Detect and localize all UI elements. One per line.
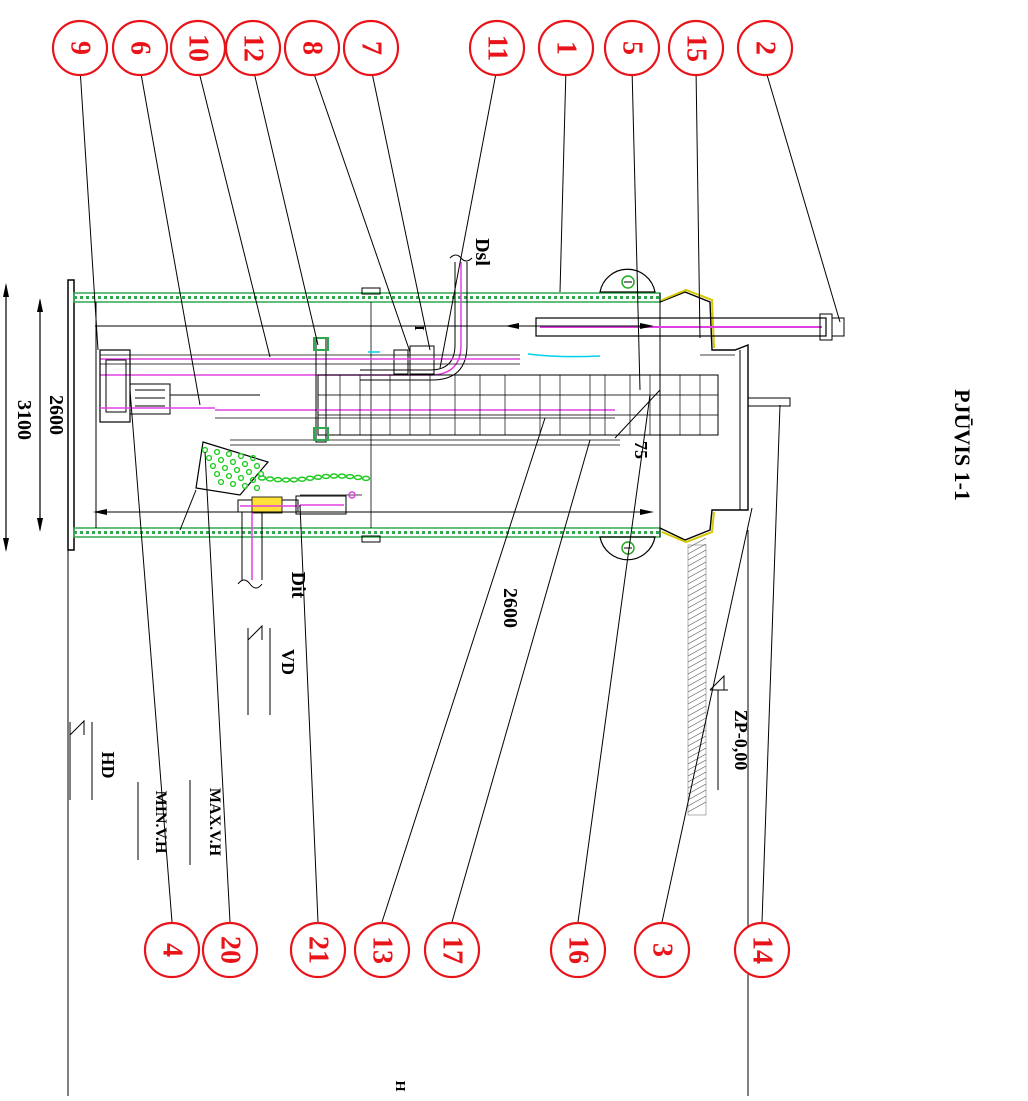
drawing-title: PJŪVIS 1-1: [950, 389, 975, 501]
bottom-marker: H: [392, 1081, 407, 1092]
callout-label: 11: [482, 35, 513, 61]
vent-pipe: [535, 313, 845, 341]
callout-1: 1: [537, 19, 595, 77]
outlet-pipe-label: Dsl: [471, 238, 493, 266]
callout-label: 13: [367, 936, 398, 964]
callout-label: 16: [563, 936, 594, 964]
callout-13: 13: [353, 921, 411, 979]
callout-label: 5: [617, 41, 648, 55]
drain-pipe: [747, 397, 791, 407]
inlet-pipe: Dit: [237, 495, 347, 599]
callout-3: 3: [633, 921, 691, 979]
callout-label: 12: [238, 34, 269, 62]
filter-basket: [215, 374, 719, 446]
callout-label: 6: [125, 41, 156, 55]
callout-label: 21: [303, 936, 334, 964]
callout-leaders: [79, 67, 841, 923]
callout-12: 12: [224, 19, 282, 77]
callout-label: 20: [215, 936, 246, 964]
callout-15: 15: [667, 19, 725, 77]
callout-21: 21: [289, 921, 347, 979]
callout-9: 9: [51, 19, 109, 77]
callout-20: 20: [201, 921, 259, 979]
ground-level-label: ZP-0,00: [731, 710, 751, 771]
dimension-inner: 2600: [37, 298, 67, 532]
callout-4: 4: [143, 921, 201, 979]
level-max: MAX.V.H: [189, 780, 223, 865]
callout-label: 9: [65, 41, 96, 55]
callout-label: 7: [356, 41, 387, 55]
callout-2: 2: [736, 19, 794, 77]
callout-label: 1: [551, 41, 582, 55]
dimension-outer: 3100: [3, 283, 35, 552]
ground-hatch: [687, 537, 707, 816]
level-max-label: MAX.V.H: [206, 788, 223, 857]
callout-label: 3: [647, 943, 678, 957]
level-min: MIN.V.H: [137, 782, 169, 860]
dimension-outer-label: 3100: [13, 400, 35, 440]
callout-label: 4: [157, 943, 188, 957]
dimension-height: 2600: [93, 323, 654, 628]
pump: [99, 349, 260, 423]
callout-label: 14: [747, 936, 778, 964]
callout-label: 15: [681, 34, 712, 62]
callout-6: 6: [111, 19, 169, 77]
callout-label: 10: [183, 34, 214, 62]
angle-label: 75: [631, 441, 651, 459]
dimension-inner-label: 2600: [45, 395, 67, 435]
callout-5: 5: [603, 19, 661, 77]
dimension-height-label: 2600: [499, 588, 521, 628]
level-min-label: MIN.V.H: [152, 791, 169, 854]
callout-17: 17: [423, 921, 481, 979]
top-lid: [67, 279, 75, 551]
angle-annotation: 75: [614, 389, 661, 459]
callout-10: 10: [169, 19, 227, 77]
ground-level: ZP-0,00: [709, 674, 751, 790]
small-marker: I: [411, 325, 426, 330]
level-vd: VD: [247, 624, 298, 715]
callout-14: 14: [733, 921, 791, 979]
inlet-pipe-label: Dit: [287, 572, 309, 599]
callout-11: 11: [468, 19, 526, 77]
callout-label: 2: [750, 41, 781, 55]
inclined-sieve: [179, 441, 270, 531]
callout-7: 7: [342, 19, 400, 77]
callout-label: 8: [297, 41, 328, 55]
lifting-lug-top: [599, 268, 656, 293]
callout-8: 8: [283, 19, 341, 77]
callout-label: 17: [437, 936, 468, 964]
callout-16: 16: [549, 921, 607, 979]
level-vd-label: VD: [278, 649, 298, 675]
level-hd-label: HD: [98, 752, 118, 779]
level-hd: HD: [69, 719, 118, 800]
level-chain: [257, 473, 371, 499]
